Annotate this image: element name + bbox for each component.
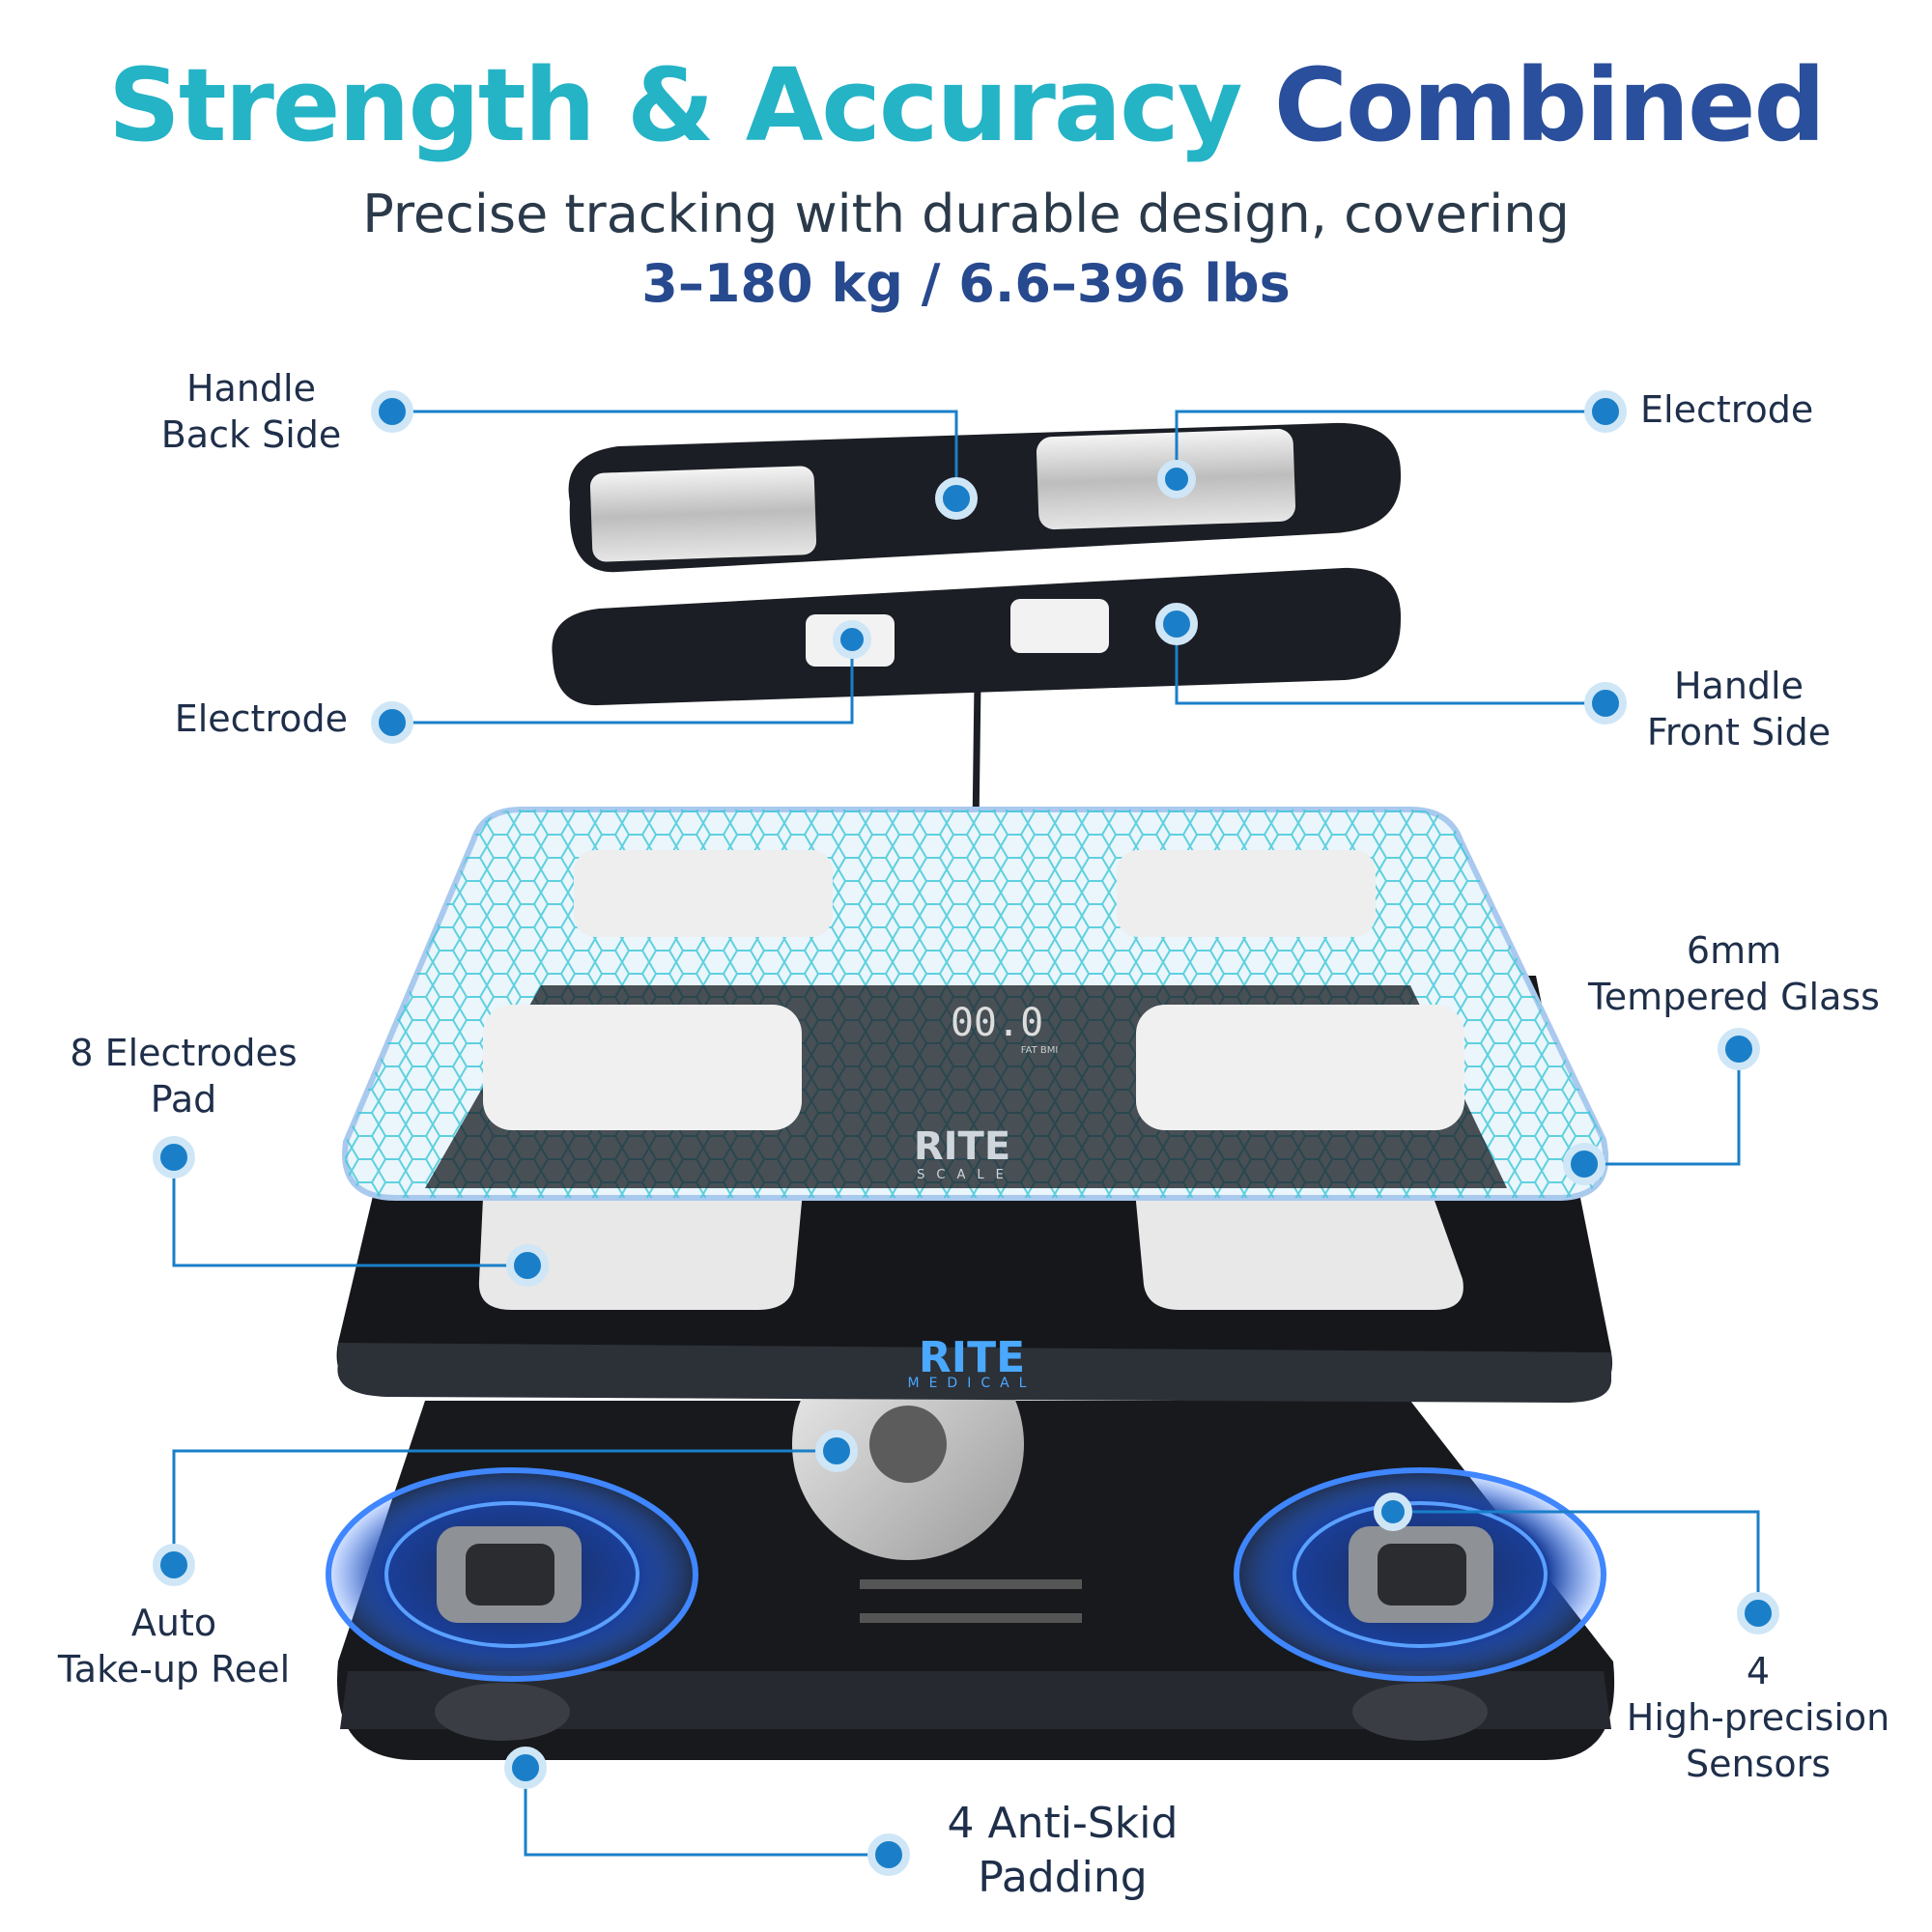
- handle-back: [568, 422, 1402, 573]
- scale-base: [326, 1328, 1615, 1760]
- callout-reel: Auto Take-up Reel: [57, 1602, 291, 1690]
- callout-lines: [172, 410, 1760, 1857]
- subtitle-line1: Precise tracking with durable design, co…: [362, 184, 1570, 244]
- callout-padding: 4 Anti-Skid Padding: [947, 1799, 1179, 1902]
- handle-front: [552, 567, 1402, 706]
- sensor-left: [326, 1467, 698, 1682]
- display-units: FAT BMI: [1021, 1045, 1059, 1056]
- headline: Strength & Accuracy Combined: [0, 50, 1932, 160]
- callout-sensors: 4 High-precision Sensors: [1626, 1650, 1890, 1785]
- headline-part2: Combined: [1273, 46, 1826, 164]
- callout-handle-back: Handle Back Side: [160, 367, 342, 456]
- body-logo-sub: MEDICAL: [908, 1376, 1037, 1391]
- callout-electrode-top: Electrode: [1640, 388, 1814, 431]
- anti-skid-pad-left: [435, 1683, 570, 1741]
- body-logo: RITE: [919, 1333, 1025, 1382]
- headline-part1: Strength & Accuracy: [107, 46, 1243, 164]
- callout-electrode-left: Electrode: [174, 697, 348, 740]
- callout-glass: 6mm Tempered Glass: [1588, 929, 1880, 1018]
- display-reading: 00.0: [951, 1001, 1043, 1045]
- anti-skid-pad-right: [1352, 1683, 1488, 1741]
- subtitle-line2: 3–180 kg / 6.6–396 lbs: [641, 253, 1291, 314]
- callout-handle-front: Handle Front Side: [1646, 665, 1832, 753]
- glass-logo-sub: SCALE: [917, 1168, 1015, 1182]
- tempered-glass: 00.0 FAT BMI RITE SCALE: [342, 807, 1609, 1201]
- callout-dots: [153, 390, 1779, 1876]
- sensor-right: [1234, 1467, 1606, 1682]
- glass-logo: RITE: [914, 1124, 1010, 1169]
- callout-electrodes-pad: 8 Electrodes Pad: [70, 1032, 298, 1121]
